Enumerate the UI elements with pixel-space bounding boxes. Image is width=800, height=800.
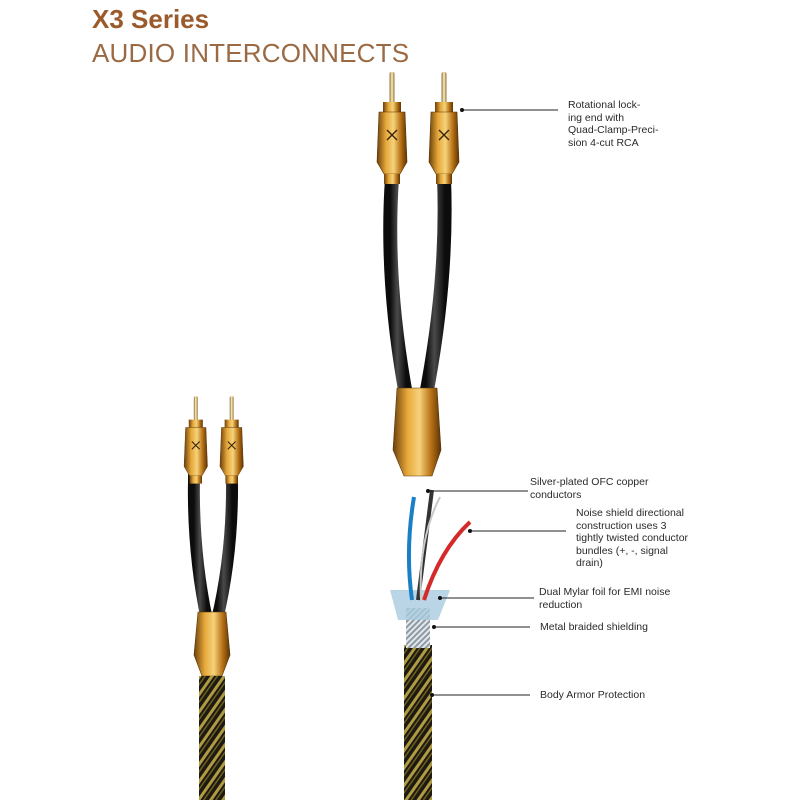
page-subtitle: AUDIO INTERCONNECTS [92, 38, 410, 68]
braided-jacket [199, 676, 225, 800]
callout-rca-locking-end: Rotational lock-ing end with Quad-Clamp-… [568, 99, 659, 149]
page-title: X3 Series [92, 4, 210, 34]
rca-cable-lower [183, 395, 244, 800]
splitter-housing [392, 387, 442, 477]
callout-metal-braid: Metal braided shielding [540, 621, 648, 633]
cable-cross-section [390, 489, 472, 800]
callout-body-armor: Body Armor Protection [540, 689, 646, 701]
rca-cable-upper [376, 71, 460, 477]
